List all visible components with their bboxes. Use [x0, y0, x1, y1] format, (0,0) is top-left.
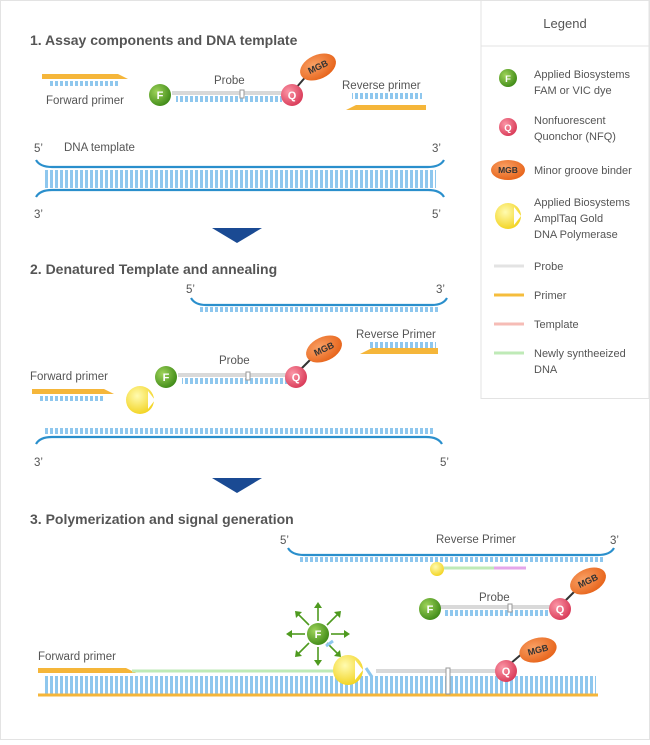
section-1-title: 1. Assay components and DNA template [30, 32, 298, 48]
polymerase-2 [126, 386, 155, 414]
fluor-dye-3: F [419, 598, 441, 620]
legend: Legend F Applied Biosystems FAM or VIC d… [480, 0, 650, 399]
dna-template-5prime-top: 5’ [34, 143, 43, 155]
forward-primer-3-extension [38, 668, 340, 673]
svg-text:Newly syntheeized: Newly syntheeized [534, 348, 626, 360]
section-3-title: 3. Polymerization and signal generation [30, 511, 294, 527]
svg-text:F: F [315, 629, 322, 641]
svg-text:MGB: MGB [498, 165, 518, 175]
quencher-3: Q [549, 598, 571, 620]
sec3-top-3prime: 3’ [610, 535, 619, 547]
svg-text:Primer: Primer [534, 290, 567, 302]
dna-template-5prime-bottom: 5’ [432, 209, 441, 221]
probe-3 [440, 603, 550, 616]
quencher-2: Q [285, 366, 307, 388]
forward-primer-1 [42, 74, 128, 86]
bottom-template-strand [35, 428, 443, 445]
dna-template-double-strand [35, 159, 445, 198]
legend-item-quencher: Q Nonfuorescent Quonchor (NFQ) [499, 115, 616, 143]
reverse-primer-3-label: Reverse Primer [436, 534, 516, 546]
bottom-strand-3prime: 3’ [34, 457, 43, 469]
svg-text:Applied Biosystems: Applied Biosystems [534, 197, 630, 209]
svg-text:Q: Q [556, 604, 565, 616]
probe-1 [172, 89, 282, 102]
legend-item-fluor: F Applied Biosystems FAM or VIC dye [499, 69, 630, 97]
svg-text:F: F [505, 74, 511, 85]
legend-title: Legend [543, 16, 586, 31]
svg-text:Minor groove binder: Minor groove binder [534, 165, 632, 177]
mgb-2: MGB [306, 335, 342, 363]
sec3-bottom-strand [38, 676, 598, 697]
svg-text:DNA Polymerase: DNA Polymerase [534, 229, 618, 241]
dna-template-label: DNA template [64, 142, 135, 154]
polymerase-3 [333, 655, 363, 685]
mgb-3: MGB [570, 567, 606, 595]
probe-2-label: Probe [219, 355, 250, 367]
legend-item-new-dna: Newly syntheeized DNA [494, 348, 626, 376]
probe-2 [178, 371, 288, 384]
released-fluorophore [286, 602, 350, 666]
svg-text:Applied Biosystems: Applied Biosystems [534, 69, 630, 81]
forward-primer-1-label: Forward primer [46, 95, 124, 107]
section-2-title: 2. Denatured Template and annealing [30, 261, 277, 277]
svg-text:DNA: DNA [534, 364, 558, 376]
fluor-dye-2: F [155, 366, 177, 388]
legend-item-probe: Probe [494, 261, 563, 273]
svg-text:F: F [427, 604, 434, 616]
reverse-primer-1-label: Reverse primer [342, 80, 421, 92]
mgb-4: MGB [519, 637, 557, 663]
svg-text:F: F [157, 90, 164, 102]
bottom-strand-5prime: 5’ [440, 457, 449, 469]
sec3-top-template-strand [287, 547, 615, 562]
probe-3-label: Probe [479, 592, 510, 604]
top-strand-3prime: 3’ [436, 284, 445, 296]
sec3-top-5prime: 5’ [280, 535, 289, 547]
svg-text:AmplTaq Gold: AmplTaq Gold [534, 213, 603, 225]
forward-primer-3-label: Forward primer [38, 651, 116, 663]
reverse-primer-2-label: Reverse Primer [356, 329, 436, 341]
svg-text:Template: Template [534, 319, 579, 331]
legend-item-template: Template [494, 319, 579, 331]
step-arrow-2 [212, 478, 262, 493]
reverse-primer-3-extension [430, 562, 526, 576]
svg-text:Probe: Probe [534, 261, 563, 273]
svg-text:FAM or VIC dye: FAM or VIC dye [534, 85, 612, 97]
quencher-4: Q [495, 660, 517, 682]
fluor-dye-1: F [149, 84, 171, 106]
reverse-primer-1 [346, 93, 426, 110]
mgb-1: MGB [300, 53, 336, 81]
dna-template-3prime-top: 3’ [432, 143, 441, 155]
svg-text:Nonfuorescent: Nonfuorescent [534, 115, 606, 127]
probe-1-label: Probe [214, 75, 245, 87]
legend-item-polymerase: Applied Biosystems AmplTaq Gold DNA Poly… [495, 197, 630, 241]
reverse-primer-2 [360, 342, 438, 354]
legend-item-primer: Primer [494, 290, 567, 302]
svg-text:Q: Q [288, 90, 297, 102]
forward-primer-2-label: Forward primer [30, 371, 108, 383]
top-template-strand [190, 297, 448, 312]
forward-primer-2 [32, 389, 114, 401]
displaced-probe [364, 667, 496, 695]
svg-text:Q: Q [502, 666, 511, 678]
quencher-1: Q [281, 84, 303, 106]
svg-text:F: F [163, 372, 170, 384]
top-strand-5prime: 5’ [186, 284, 195, 296]
fluor-dye-released: F [307, 623, 329, 645]
legend-item-mgb: MGB Minor groove binder [491, 160, 632, 180]
svg-text:Q: Q [292, 372, 301, 384]
step-arrow-1 [212, 228, 262, 243]
dna-template-3prime-bottom: 3’ [34, 209, 43, 221]
svg-text:Q: Q [504, 123, 511, 134]
svg-text:Quonchor (NFQ): Quonchor (NFQ) [534, 131, 616, 143]
